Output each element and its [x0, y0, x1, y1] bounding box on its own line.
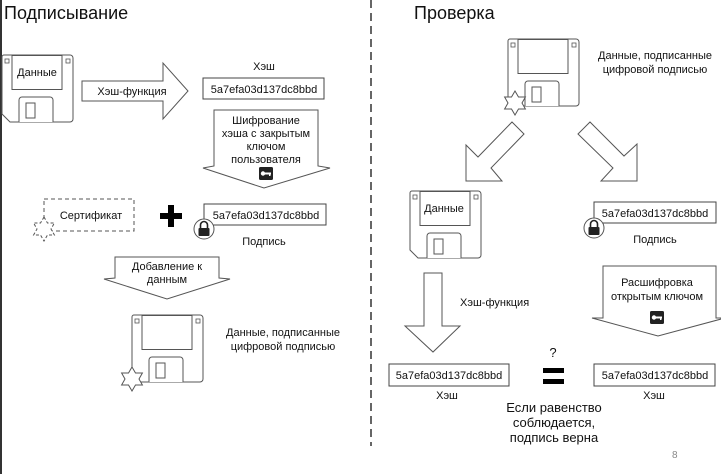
- lock-icon: [193, 218, 215, 240]
- key-icon: [650, 311, 664, 324]
- hash-right-box: [593, 363, 716, 387]
- hash-function-arrow: [403, 272, 462, 353]
- signature-value-box: [203, 203, 327, 226]
- floppy-disk-icon: [1, 54, 74, 123]
- signature-caption: Подпись: [242, 236, 286, 248]
- signed-data-line-1: Данные, подписанные: [226, 327, 340, 339]
- conclusion-line-1: Если равенство: [506, 400, 602, 415]
- hash-left-value: 5a7efa03d137dc8bbd: [396, 370, 502, 382]
- certificate-box: [43, 198, 135, 232]
- question-mark: ?: [549, 345, 556, 360]
- append-line-1: Добавление к: [132, 261, 202, 273]
- signature-value: 5a7efa03d137dc8bbd: [602, 208, 708, 220]
- encrypt-line-1: Шифрование: [232, 115, 300, 127]
- floppy-disk-icon: [409, 190, 482, 259]
- encrypt-hash-arrow: [202, 109, 331, 189]
- hash-right-value: 5a7efa03d137dc8bbd: [602, 370, 708, 382]
- signed-floppy-disk-icon: [131, 314, 204, 383]
- hash-right-caption: Хэш: [643, 390, 665, 402]
- signed-data-line-1: Данные, подписанные: [598, 50, 712, 62]
- hash-function-label: Хэш-функция: [460, 297, 529, 309]
- hash-caption: Хэш: [253, 61, 275, 73]
- data-disk-label: Данные: [424, 203, 464, 215]
- conclusion-line-3: подпись верна: [510, 430, 599, 445]
- lock-icon: [583, 217, 605, 239]
- decrypt-arrow: [591, 265, 721, 337]
- hash-function-arrow: [81, 61, 189, 121]
- hash-value-box: [202, 77, 325, 100]
- equals-icon: [543, 368, 564, 384]
- certificate-label: Сертификат: [60, 210, 122, 222]
- encrypt-line-3: ключом: [247, 141, 286, 153]
- verification-title: Проверка: [414, 3, 496, 23]
- encrypt-line-2: хэша с закрытым: [222, 128, 310, 140]
- signature-value-box: [593, 201, 717, 224]
- decrypt-line-1: Расшифровка: [621, 277, 694, 289]
- data-disk-label: Данные: [17, 67, 57, 79]
- signed-floppy-disk-icon: [507, 38, 580, 107]
- signed-data-line-2: цифровой подписью: [231, 341, 336, 353]
- split-arrow-right: [577, 121, 638, 182]
- decrypt-line-2: открытым ключом: [611, 291, 703, 303]
- plus-icon: [160, 205, 182, 227]
- append-line-2: данным: [147, 274, 187, 286]
- key-icon: [259, 167, 273, 180]
- hash-value: 5a7efa03d137dc8bbd: [211, 84, 317, 96]
- encrypt-line-4: пользователя: [231, 154, 301, 166]
- signature-caption: Подпись: [633, 234, 677, 246]
- signing-title: Подписывание: [4, 3, 128, 23]
- hash-left-box: [388, 363, 510, 387]
- split-arrow-left: [465, 121, 525, 182]
- hash-left-caption: Хэш: [436, 390, 458, 402]
- append-to-data-arrow: [103, 256, 231, 300]
- conclusion-line-2: соблюдается,: [513, 415, 595, 430]
- signature-value: 5a7efa03d137dc8bbd: [213, 210, 319, 222]
- hash-function-label: Хэш-функция: [97, 86, 166, 98]
- page-number: 8: [672, 450, 678, 461]
- signed-data-line-2: цифровой подписью: [603, 64, 708, 76]
